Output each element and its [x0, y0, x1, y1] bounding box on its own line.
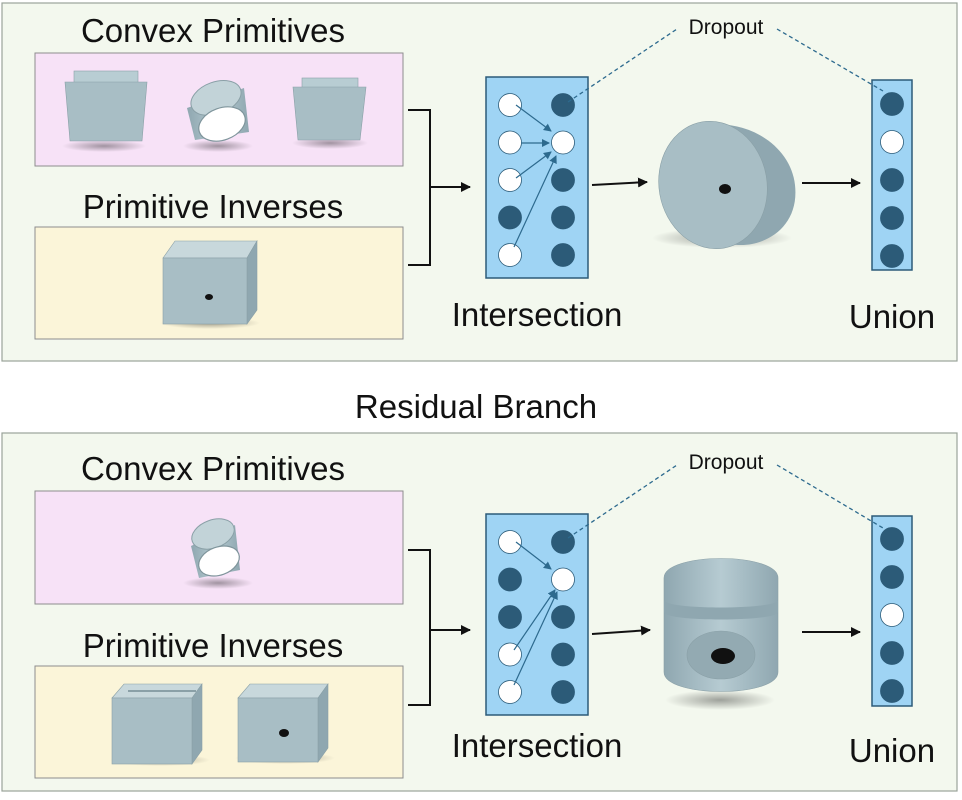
top-panel: Convex Primitives Primitive Inverses [1, 2, 958, 362]
top-convex-title: Convex Primitives [81, 12, 345, 49]
top-inverse-title: Primitive Inverses [83, 188, 343, 225]
bottom-intersection-right-nodes [551, 530, 575, 704]
top-convex-primitive-slab-1 [62, 70, 148, 152]
top-intersection-edges [513, 104, 557, 248]
bottom-inverse-title: Primitive Inverses [83, 627, 343, 664]
bottom-union-node-1-inactive [880, 527, 904, 551]
bottom-union-node-2-inactive [880, 565, 904, 589]
bottom-intersection-label: Intersection [452, 727, 623, 764]
top-intersection-left-node-5-active [498, 243, 522, 267]
bottom-intersection-left-node-2-inactive [498, 567, 522, 592]
bottom-union-label: Union [849, 732, 935, 769]
bottom-bracket [408, 549, 431, 706]
bottom-intersection-right-node-1-inactive [551, 530, 575, 554]
bottom-inverse-primitive-cube-1 [110, 683, 210, 766]
bottom-intersection-left-node-5-active [498, 680, 522, 704]
bottom-union-nodes [880, 527, 904, 703]
residual-branch-title: Residual Branch [355, 388, 597, 425]
bottom-union-node-5-inactive [880, 679, 904, 703]
bottom-inverse-primitive-cube-2 [235, 683, 335, 764]
top-convex-primitive-cylinder [183, 80, 253, 152]
top-intersection-left-node-4-inactive [498, 205, 522, 230]
top-intersection-right-node-4-inactive [551, 205, 575, 230]
top-intersection-label: Intersection [452, 296, 623, 333]
top-union-label: Union [849, 298, 935, 335]
top-intersection-right-node-5-inactive [551, 243, 575, 267]
top-union-node-4-inactive [880, 206, 904, 230]
top-intersection-right-node-2-active [551, 130, 575, 155]
bottom-intersection-left-node-3-inactive [498, 605, 522, 629]
top-inverse-primitive-cube [160, 239, 260, 329]
top-intersection-right-nodes [551, 93, 575, 267]
top-intersection-result-shape [652, 120, 796, 250]
bottom-intersection-left-nodes [498, 530, 522, 704]
bottom-convex-primitive-cylinder [183, 518, 253, 589]
bottom-inverse-box [34, 665, 404, 779]
top-intersection-right-node-1-inactive [551, 93, 575, 117]
top-intersection-left-nodes [498, 93, 522, 267]
top-dropout-label: Dropout [689, 16, 764, 39]
bottom-intersection-out-arrow [591, 625, 651, 636]
bottom-intersection-right-node-2-active [551, 567, 575, 592]
bottom-intersection-left-node-4-active [498, 642, 522, 667]
bottom-union-node-4-inactive [880, 641, 904, 665]
top-dropout-line [567, 28, 884, 103]
bottom-intersection-edges [513, 541, 558, 686]
bottom-intersection-right-node-5-inactive [551, 680, 575, 704]
bottom-intersection-result-shape [663, 558, 779, 710]
top-convex-primitive-slab-2 [292, 77, 368, 149]
top-union-node-3-inactive [880, 168, 904, 192]
top-union-node-5-inactive [880, 244, 904, 268]
bottom-dropout-line [567, 464, 884, 539]
bottom-intersection-right-node-3-inactive [551, 605, 575, 629]
bottom-convex-title: Convex Primitives [81, 450, 345, 487]
bottom-dropout-label: Dropout [689, 451, 764, 474]
top-intersection-out-arrow [591, 177, 648, 188]
bottom-panel: Convex Primitives Primitive Inverses [1, 432, 958, 792]
bottom-intersection-right-node-4-inactive [551, 642, 575, 667]
top-intersection-left-node-2-active [498, 130, 522, 155]
top-union-node-2-active [880, 130, 904, 154]
bottom-union-node-3-active [880, 603, 904, 627]
top-union-node-1-inactive [880, 92, 904, 116]
bottom-intersection-left-node-1-active [498, 530, 522, 554]
top-intersection-left-node-3-active [498, 168, 522, 192]
top-intersection-right-node-3-inactive [551, 168, 575, 192]
top-intersection-left-node-1-active [498, 93, 522, 117]
top-union-nodes [880, 92, 904, 268]
